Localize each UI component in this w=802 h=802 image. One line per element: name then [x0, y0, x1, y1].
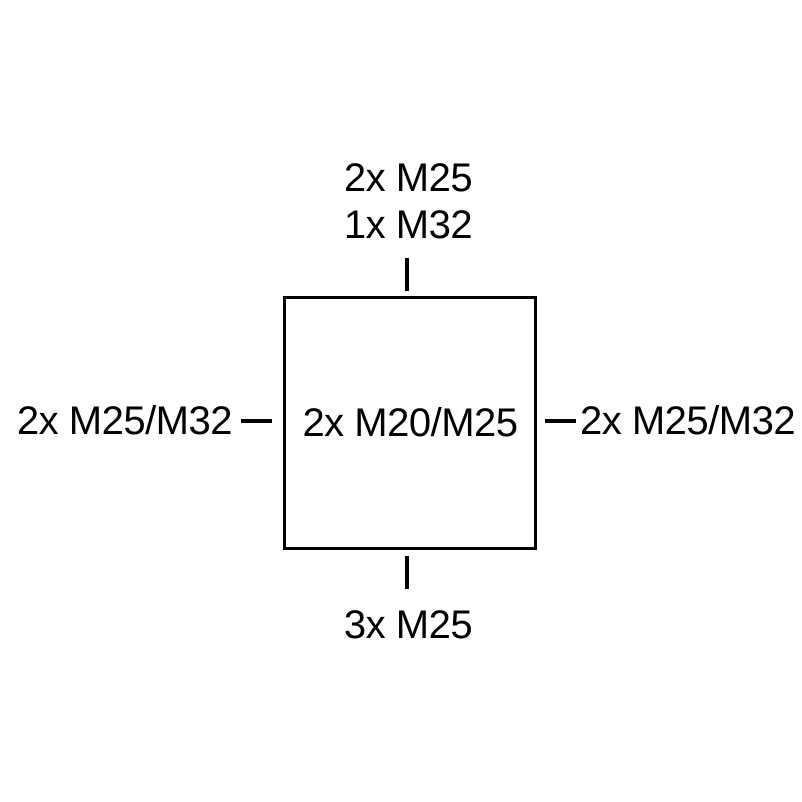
top-connector-line	[405, 258, 409, 291]
center-entries-label: 2x M20/M25	[302, 400, 518, 445]
right-entries-label: 2x M25/M32	[580, 399, 796, 443]
top-entries-label: 2x M25 1x M32	[258, 155, 558, 249]
left-connector-line	[241, 419, 272, 423]
enclosure-box: 2x M20/M25	[283, 296, 537, 550]
top-entries-line1: 2x M25	[343, 156, 473, 200]
top-entries-line2: 1x M32	[343, 203, 473, 247]
bottom-entries-label: 3x M25	[343, 603, 473, 647]
right-connector-line	[545, 419, 576, 423]
left-entries-label: 2x M25/M32	[16, 399, 233, 443]
bottom-connector-line	[405, 556, 409, 589]
